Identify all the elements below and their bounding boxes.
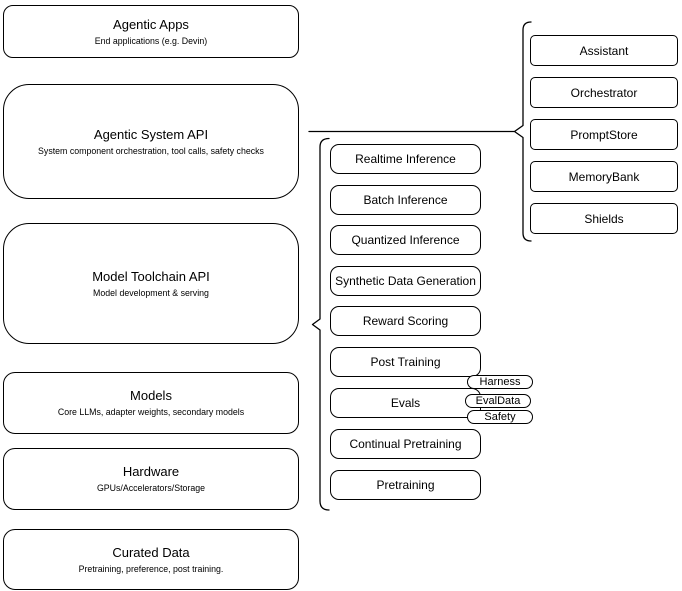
box-label: Quantized Inference bbox=[351, 233, 460, 247]
toolchain-brace bbox=[311, 137, 330, 511]
box-agentic-system-api: Agentic System API System component orch… bbox=[3, 84, 299, 199]
box-curated-data: Curated Data Pretraining, preference, po… bbox=[3, 529, 299, 590]
box-label: Continual Pretraining bbox=[349, 437, 462, 451]
box-label: Synthetic Data Generation bbox=[335, 274, 476, 288]
box-continual-pretraining: Continual Pretraining bbox=[330, 429, 481, 459]
box-subtitle: GPUs/Accelerators/Storage bbox=[96, 483, 206, 493]
box-model-toolchain-api: Model Toolchain API Model development & … bbox=[3, 223, 299, 344]
box-promptstore: PromptStore bbox=[530, 119, 678, 150]
tag-label: Harness bbox=[479, 376, 521, 388]
box-label: MemoryBank bbox=[568, 169, 640, 184]
box-label: Post Training bbox=[370, 355, 441, 369]
box-subtitle: Pretraining, preference, post training. bbox=[78, 563, 224, 574]
box-pretraining: Pretraining bbox=[330, 470, 481, 500]
box-label: Shields bbox=[584, 211, 624, 226]
tag-safety: Safety bbox=[467, 410, 533, 424]
box-memorybank: MemoryBank bbox=[530, 161, 678, 192]
box-shields: Shields bbox=[530, 203, 678, 234]
box-title: Agentic Apps bbox=[113, 16, 189, 32]
box-title: Model Toolchain API bbox=[92, 268, 210, 284]
box-assistant: Assistant bbox=[530, 35, 678, 66]
box-hardware: Hardware GPUs/Accelerators/Storage bbox=[3, 448, 299, 510]
box-title: Hardware bbox=[122, 464, 180, 479]
box-subtitle: System component orchestration, tool cal… bbox=[38, 145, 264, 156]
box-label: PromptStore bbox=[570, 127, 638, 142]
box-title: Models bbox=[130, 388, 172, 403]
system-components-brace bbox=[513, 21, 532, 242]
box-label: Batch Inference bbox=[363, 193, 448, 207]
box-agentic-apps: Agentic Apps End applications (e.g. Devi… bbox=[3, 5, 299, 58]
box-label: Assistant bbox=[579, 43, 629, 58]
box-orchestrator: Orchestrator bbox=[530, 77, 678, 108]
box-batch-inference: Batch Inference bbox=[330, 185, 481, 215]
tag-label: EvalData bbox=[475, 395, 521, 407]
box-title: Agentic System API bbox=[93, 126, 209, 142]
box-post-training: Post Training bbox=[330, 347, 481, 377]
box-models: Models Core LLMs, adapter weights, secon… bbox=[3, 372, 299, 434]
box-synthetic-data-generation: Synthetic Data Generation bbox=[330, 266, 481, 296]
tag-evaldata: EvalData bbox=[465, 394, 531, 408]
box-quantized-inference: Quantized Inference bbox=[330, 225, 481, 255]
box-title: Curated Data bbox=[112, 544, 190, 560]
box-subtitle: End applications (e.g. Devin) bbox=[94, 35, 208, 46]
box-label: Evals bbox=[390, 396, 421, 410]
tag-label: Safety bbox=[484, 411, 516, 423]
box-label: Orchestrator bbox=[570, 85, 638, 100]
box-label: Pretraining bbox=[376, 478, 435, 492]
box-realtime-inference: Realtime Inference bbox=[330, 144, 481, 174]
box-label: Realtime Inference bbox=[355, 152, 456, 166]
box-subtitle: Model development & serving bbox=[93, 287, 209, 298]
box-evals: Evals bbox=[330, 388, 481, 418]
box-label: Reward Scoring bbox=[362, 314, 449, 328]
tag-harness: Harness bbox=[467, 375, 533, 389]
box-subtitle: Core LLMs, adapter weights, secondary mo… bbox=[57, 407, 245, 417]
box-reward-scoring: Reward Scoring bbox=[330, 306, 481, 336]
